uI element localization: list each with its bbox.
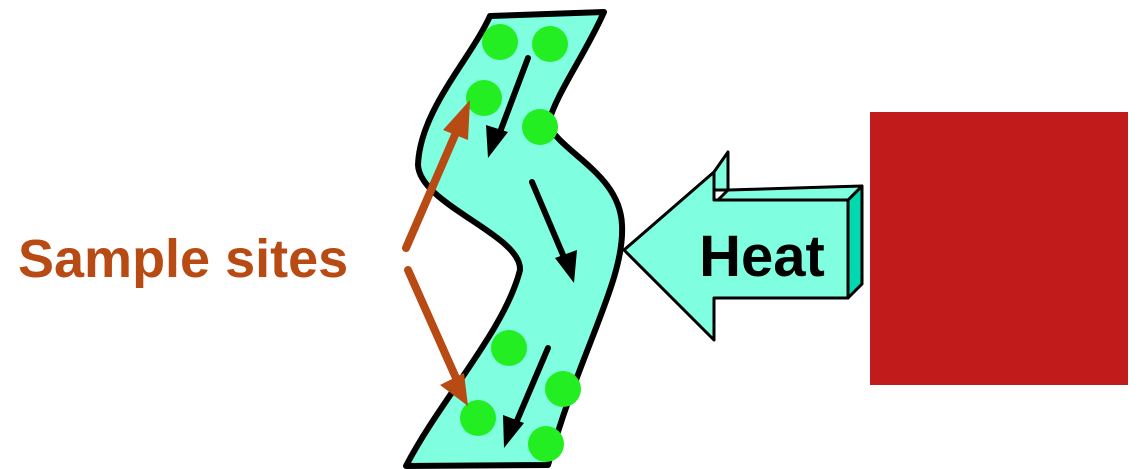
flow-channel <box>406 12 622 466</box>
sample-dot <box>460 400 496 436</box>
sample-dot <box>466 80 502 116</box>
sample-dot <box>545 371 581 407</box>
heat-arrow-side-face <box>848 186 862 298</box>
heat-source-block <box>870 112 1128 385</box>
sample-dot <box>522 109 558 145</box>
sample-sites-label: Sample sites <box>18 229 348 289</box>
pointer-arrow-lower <box>408 270 468 406</box>
heat-label: Heat <box>699 224 825 289</box>
sample-dot <box>482 24 518 60</box>
sample-dot <box>528 426 564 462</box>
sample-dot <box>532 26 568 62</box>
sample-dot <box>491 330 527 366</box>
